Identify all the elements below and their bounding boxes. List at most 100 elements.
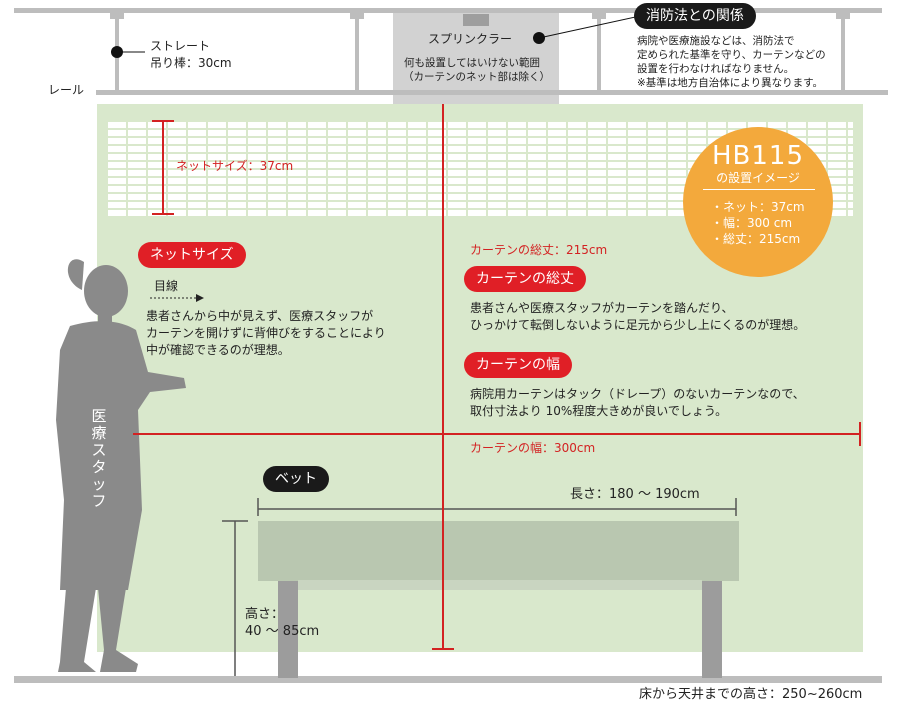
mesh-cell (628, 146, 646, 152)
mesh-cell (288, 210, 306, 216)
mesh-cell (468, 162, 486, 168)
mesh-cell (108, 138, 126, 144)
mesh-cell (348, 170, 366, 176)
mesh-cell (148, 170, 166, 176)
mesh-cell (268, 146, 286, 152)
bed-pill: ベット (263, 466, 329, 492)
mesh-cell (468, 138, 486, 144)
mesh-cell (408, 146, 426, 152)
mesh-cell (588, 122, 606, 128)
staff-label: 医療スタッフ (91, 407, 107, 510)
mesh-cell (568, 130, 586, 136)
mesh-cell (628, 170, 646, 176)
mesh-cell (148, 130, 166, 136)
mesh-cell (608, 202, 626, 208)
mesh-cell (368, 186, 386, 192)
mesh-cell (168, 146, 186, 152)
mesh-cell (508, 146, 526, 152)
mesh-cell (428, 154, 446, 160)
mesh-cell (208, 210, 226, 216)
mesh-cell (608, 178, 626, 184)
mesh-cell (688, 138, 706, 144)
mesh-cell (288, 162, 306, 168)
bed-length-dimension (257, 498, 737, 516)
mesh-cell (108, 170, 126, 176)
length-dimension-line (442, 104, 444, 650)
mesh-cell (308, 194, 326, 200)
mesh-cell (568, 162, 586, 168)
mesh-cell (148, 122, 166, 128)
badge-spec: ・ネット：37cm (711, 200, 805, 214)
mesh-cell (648, 122, 666, 128)
mesh-cell (428, 138, 446, 144)
mesh-cell (348, 186, 366, 192)
mesh-cell (368, 210, 386, 216)
net-size-pill: ネットサイズ (138, 242, 246, 268)
mesh-cell (528, 210, 546, 216)
mesh-cell (288, 130, 306, 136)
mesh-cell (608, 146, 626, 152)
mesh-cell (508, 154, 526, 160)
mesh-cell (208, 138, 226, 144)
net-desc-line: 中が確認できるのが理想。 (146, 343, 290, 357)
mesh-cell (408, 130, 426, 136)
mesh-cell (848, 178, 853, 184)
mesh-cell (448, 130, 466, 136)
mesh-cell (128, 202, 146, 208)
mesh-cell (588, 170, 606, 176)
mesh-cell (448, 202, 466, 208)
mesh-cell (848, 146, 853, 152)
mesh-cell (388, 210, 406, 216)
mesh-cell (828, 130, 846, 136)
mesh-cell (548, 154, 566, 160)
mesh-cell (828, 194, 846, 200)
mesh-cell (108, 162, 126, 168)
mesh-cell (128, 194, 146, 200)
mesh-cell (108, 122, 126, 128)
mesh-cell (588, 202, 606, 208)
mesh-cell (288, 202, 306, 208)
mesh-cell (288, 186, 306, 192)
mesh-cell (268, 130, 286, 136)
mesh-cell (708, 130, 726, 136)
mesh-cell (328, 202, 346, 208)
mesh-cell (288, 170, 306, 176)
mesh-cell (588, 154, 606, 160)
mesh-cell (248, 178, 266, 184)
net-dimension-bottom-tick (152, 213, 174, 215)
mesh-cell (368, 154, 386, 160)
mesh-cell (568, 210, 586, 216)
mesh-cell (308, 130, 326, 136)
mesh-cell (528, 122, 546, 128)
mesh-cell (468, 186, 486, 192)
mesh-cell (548, 194, 566, 200)
mesh-cell (188, 146, 206, 152)
mesh-cell (188, 178, 206, 184)
mesh-cell (828, 138, 846, 144)
mesh-cell (168, 186, 186, 192)
mesh-cell (188, 194, 206, 200)
mesh-cell (648, 138, 666, 144)
mesh-cell (448, 210, 466, 216)
mesh-cell (668, 170, 686, 176)
mesh-cell (628, 130, 646, 136)
mesh-cell (328, 194, 346, 200)
mesh-cell (528, 146, 546, 152)
mesh-cell (688, 130, 706, 136)
mesh-cell (468, 170, 486, 176)
length-description: 患者さんや医療スタッフがカーテンを踏んだり、 ひっかけて転倒しないように足元から… (470, 300, 805, 334)
mesh-cell (188, 138, 206, 144)
mesh-cell (228, 162, 246, 168)
mesh-cell (508, 170, 526, 176)
mesh-cell (508, 210, 526, 216)
mesh-cell (388, 178, 406, 184)
net-desc-line: 患者さんから中が見えず、医療スタッフが (146, 309, 374, 323)
mesh-cell (668, 186, 686, 192)
mesh-cell (588, 178, 606, 184)
mesh-cell (448, 186, 466, 192)
mesh-cell (428, 202, 446, 208)
mesh-cell (348, 130, 366, 136)
mesh-cell (188, 130, 206, 136)
mesh-cell (788, 130, 806, 136)
